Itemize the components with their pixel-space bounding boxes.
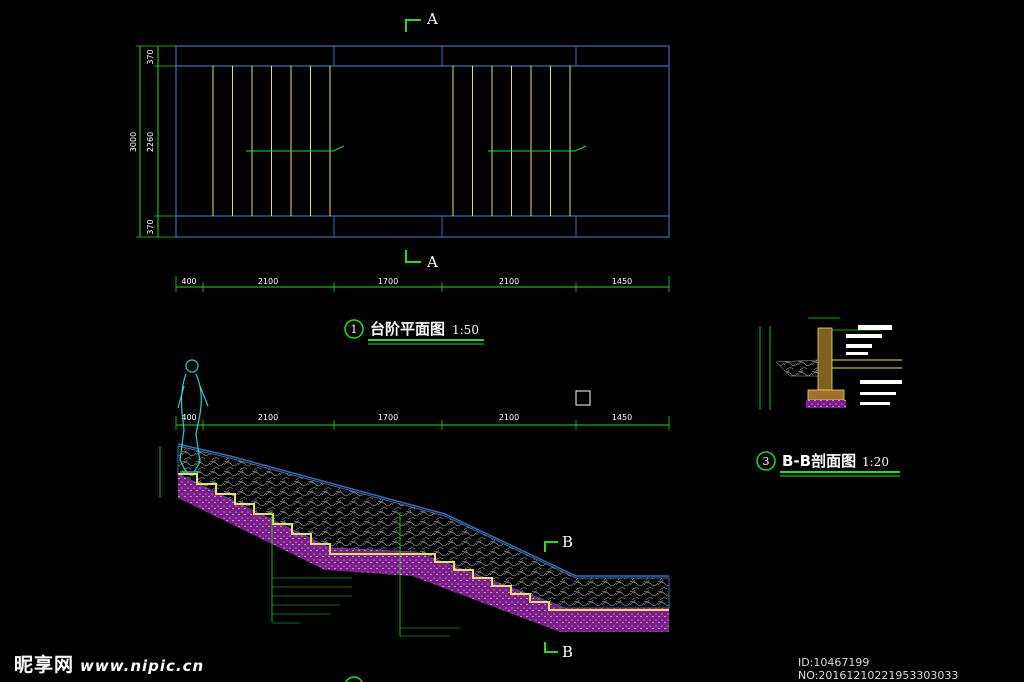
detail-view: 3 B-B剖面图 1:20	[756, 317, 902, 477]
plan-scale: 1:50	[452, 323, 479, 337]
detail-scale: 1:20	[862, 455, 889, 469]
detail-title-circle	[756, 451, 776, 471]
dim-h-section-1: 2100	[258, 413, 278, 422]
human-figure-icon	[177, 359, 209, 473]
detail-title: B-B剖面图	[782, 452, 856, 470]
dim-h-plan-2: 1700	[378, 277, 398, 286]
reference-square	[575, 390, 591, 406]
watermark: 昵享网 www.nipic.cn	[14, 650, 204, 677]
watermark-brand: 昵享网	[14, 654, 75, 676]
direction-arrow-right	[488, 145, 587, 152]
plan-title: 台阶平面图	[370, 320, 445, 338]
plan-title-number: 1	[351, 323, 358, 336]
plan-view: A A 370 2260 370 3000 400 2100 1700 2100…	[129, 10, 670, 345]
plan-treads	[212, 66, 571, 216]
section-marker-a-top	[405, 19, 421, 32]
section-marker-a-bottom	[405, 250, 421, 263]
top-surface-line	[177, 443, 669, 577]
dim-v-total: 3000	[129, 132, 138, 152]
detail-footing	[807, 389, 845, 401]
detail-wall	[817, 327, 833, 391]
watermark-id: ID:10467199 NO:20161210221953303033	[798, 656, 959, 682]
section-title-partial	[345, 676, 363, 682]
section-label-b-bottom: B	[562, 643, 573, 661]
dim-h-section-2: 1700	[378, 413, 398, 422]
dim-h-section-4: 1450	[612, 413, 632, 422]
leader-notes-middle	[400, 627, 460, 637]
dim-h-plan-3: 2100	[499, 277, 519, 286]
watermark-url: www.nipic.cn	[80, 657, 205, 675]
dim-h-plan-0: 400	[181, 277, 196, 286]
direction-arrow-left	[246, 145, 345, 152]
dim-ticks-plan	[175, 276, 670, 292]
section-marker-b-top	[544, 541, 558, 552]
dim-v-middle: 2260	[146, 132, 155, 152]
dim-h-plan-1: 2100	[258, 277, 278, 286]
section-label-a-bottom: A	[426, 253, 438, 271]
dim-h-section-3: 2100	[499, 413, 519, 422]
detail-title-number: 3	[763, 455, 770, 468]
dim-v-bottom: 370	[146, 219, 155, 234]
section-marker-b-bottom	[544, 642, 558, 653]
dim-v-top: 370	[146, 49, 155, 64]
dim-ticks-section	[175, 416, 670, 430]
detail-base	[806, 400, 846, 408]
step-profile	[178, 473, 669, 611]
section-view: 400 2100 1700 2100 1450	[159, 359, 670, 661]
section-label-a-top: A	[426, 10, 438, 28]
section-label-b-top: B	[562, 533, 573, 551]
detail-leader-bars	[832, 325, 902, 405]
plan-title-circle	[344, 319, 364, 339]
plan-outline	[175, 45, 670, 238]
leader-notes-left	[272, 577, 352, 624]
detail-soil	[775, 359, 819, 377]
dim-h-plan-4: 1450	[612, 277, 632, 286]
base-layer-fill	[178, 474, 669, 632]
dim-h-section-0: 400	[181, 413, 196, 422]
